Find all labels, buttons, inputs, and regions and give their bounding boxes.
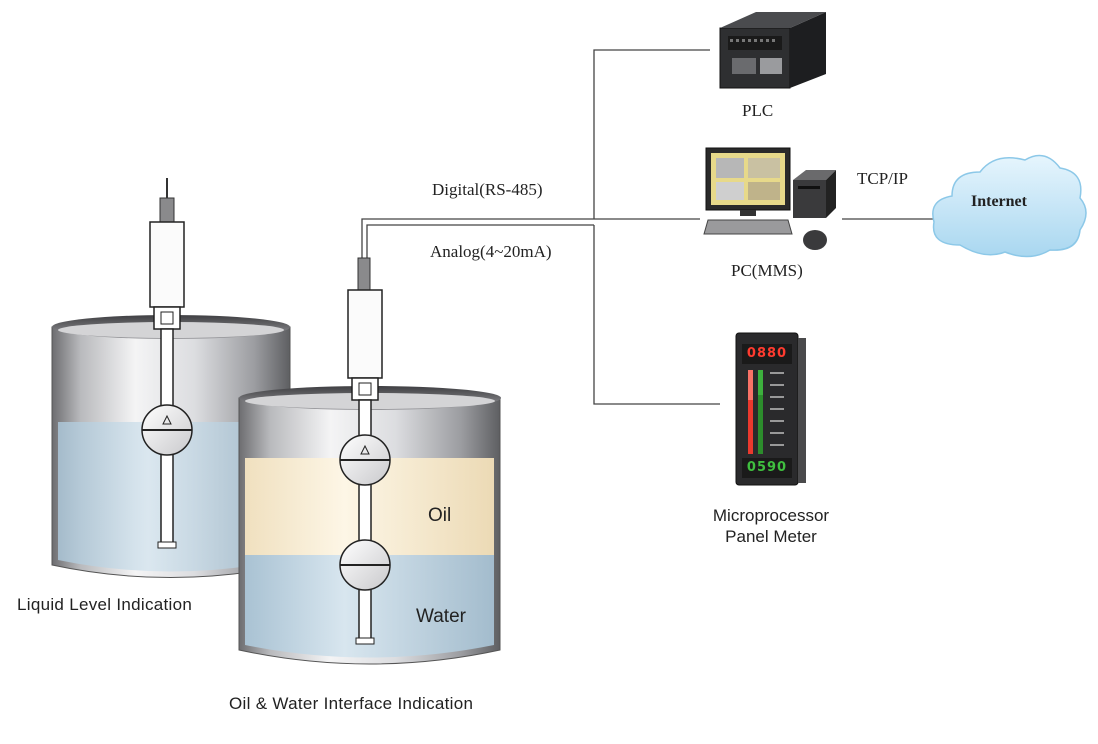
cloud-icon (932, 154, 1087, 258)
meter-label-line2: Panel Meter (725, 527, 817, 546)
digital-label: Digital(RS-485) (432, 180, 543, 199)
pc-label: PC(MMS) (731, 261, 803, 280)
desktop-computer-icon (703, 147, 836, 250)
bus-to-plc (593, 49, 710, 219)
bus-to-meter (593, 225, 720, 405)
tank2-caption: Oil & Water Interface Indication (229, 694, 474, 713)
analog-label: Analog(4~20mA) (430, 242, 552, 261)
meter-top-display: 0880 (746, 346, 788, 361)
meter-label: Microprocessor Panel Meter (701, 505, 841, 547)
oil-label: Oil (428, 505, 452, 526)
connection-lines (361, 49, 935, 405)
water-label: Water (416, 606, 466, 627)
plc-controller-icon (719, 12, 826, 89)
tank-oil-water (238, 257, 501, 665)
tank1-caption: Liquid Level Indication (17, 595, 193, 614)
tcpip-label: TCP/IP (857, 169, 909, 188)
tank-liquid-level (51, 178, 291, 578)
internet-label: Internet (971, 193, 1027, 210)
panel-meter-icon (735, 332, 806, 486)
plc-label: PLC (742, 101, 774, 120)
meter-label-line1: Microprocessor (712, 506, 830, 525)
meter-bottom-display: 0590 (746, 460, 788, 475)
